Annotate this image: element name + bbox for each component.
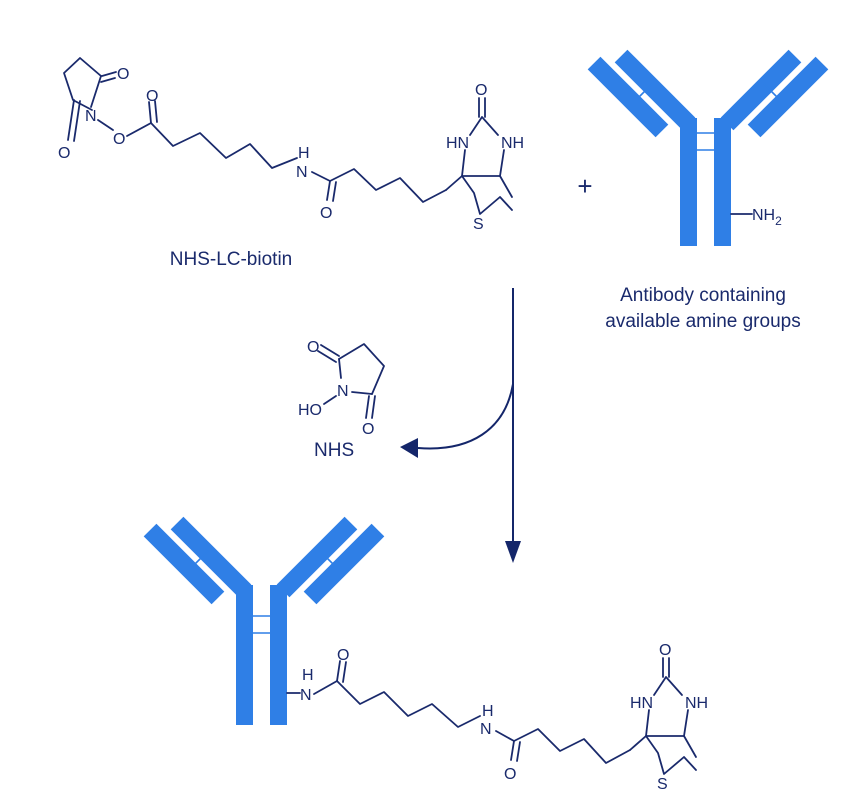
ring-bond bbox=[683, 709, 689, 737]
atom-o: O bbox=[475, 82, 487, 99]
ring-bond bbox=[461, 149, 466, 177]
nhs-structure: O N O HO bbox=[298, 339, 385, 438]
aminocaproyl-spacer bbox=[336, 680, 481, 728]
nhs-ring-bond bbox=[338, 343, 385, 395]
urea-ring-bond bbox=[653, 676, 683, 696]
atom-s: S bbox=[473, 216, 484, 233]
thiophane-ring-bond bbox=[629, 735, 697, 775]
carbonyl-bond bbox=[73, 100, 81, 142]
antibody-caption-line1: Antibody containing bbox=[620, 285, 786, 306]
carbonyl-bond bbox=[332, 181, 337, 202]
carbonyl-bond bbox=[154, 100, 158, 123]
aminocaproyl-spacer bbox=[150, 122, 298, 169]
atom-hn: HN bbox=[446, 135, 469, 152]
o-c-bond bbox=[126, 122, 152, 137]
ring-bond bbox=[351, 391, 373, 395]
carbonyl-bond bbox=[317, 350, 337, 363]
carbonyl-bond bbox=[320, 344, 340, 357]
succinimide-ring-bond bbox=[63, 57, 102, 111]
carbonyl-bond bbox=[100, 77, 116, 83]
atom-ho: HO bbox=[298, 402, 322, 419]
atom-o: O bbox=[307, 339, 319, 356]
valeric-chain bbox=[329, 168, 447, 203]
atom-n: N bbox=[480, 721, 492, 738]
atom-h: H bbox=[302, 667, 314, 684]
atom-o: O bbox=[659, 642, 671, 659]
amide-bond bbox=[313, 680, 338, 695]
atom-o: O bbox=[58, 145, 70, 162]
atom-o: O bbox=[362, 421, 374, 438]
ring-bond bbox=[683, 735, 697, 758]
amine-group-label: NH2 bbox=[752, 207, 782, 228]
carbonyl-bond bbox=[326, 180, 331, 201]
atom-s: S bbox=[657, 776, 668, 793]
reagent-label: NHS-LC-biotin bbox=[170, 249, 292, 270]
atom-o: O bbox=[320, 205, 332, 222]
n-o-bond bbox=[97, 119, 114, 131]
plus-sign: + bbox=[577, 171, 592, 201]
amide-bond bbox=[495, 730, 515, 742]
biotin-linker-structure: N H O N H O O HN NH S bbox=[286, 642, 708, 793]
urea-ring-bond bbox=[469, 116, 499, 136]
atom-o: O bbox=[117, 66, 129, 83]
atom-n: N bbox=[300, 687, 312, 704]
carbonyl-bond bbox=[101, 71, 117, 77]
thiophane-ring-bond bbox=[445, 175, 513, 215]
atom-nh: NH bbox=[685, 695, 708, 712]
ring-bond bbox=[645, 709, 650, 737]
carbonyl-bond bbox=[365, 395, 370, 419]
carbonyl-bond bbox=[336, 660, 341, 682]
byproduct-arrowhead bbox=[400, 438, 418, 458]
atom-o: O bbox=[337, 647, 349, 664]
atom-o: O bbox=[113, 131, 125, 148]
carbonyl-bond bbox=[67, 99, 75, 141]
atom-hn: HN bbox=[630, 695, 653, 712]
carbonyl-bond bbox=[148, 101, 152, 124]
n-o-bond bbox=[323, 395, 337, 405]
amide-bond bbox=[311, 171, 331, 182]
atom-n: N bbox=[337, 383, 349, 400]
antibody-icon bbox=[587, 49, 829, 246]
antibody-caption-line2: available amine groups bbox=[605, 311, 800, 332]
atom-h: H bbox=[298, 145, 310, 162]
biotinylated-antibody-icon bbox=[143, 516, 385, 725]
atom-n: N bbox=[85, 108, 97, 125]
reaction-arrowhead bbox=[505, 541, 521, 563]
byproduct-arrow bbox=[417, 383, 514, 450]
ring-bond bbox=[90, 75, 102, 108]
ring-bond bbox=[499, 149, 505, 177]
ring-bond bbox=[338, 358, 342, 379]
ring-bond bbox=[499, 175, 513, 198]
atom-o: O bbox=[146, 88, 158, 105]
atom-n: N bbox=[296, 164, 308, 181]
atom-nh: NH bbox=[501, 135, 524, 152]
valeric-chain bbox=[513, 728, 631, 764]
atom-h: H bbox=[482, 703, 494, 720]
atom-o: O bbox=[504, 766, 516, 783]
nhs-lc-biotin-structure: O O N O O N H O O HN NH S bbox=[58, 57, 524, 233]
carbonyl-bond bbox=[516, 741, 521, 762]
carbonyl-bond bbox=[342, 661, 347, 683]
carbonyl-bond bbox=[371, 395, 376, 419]
byproduct-label: NHS bbox=[314, 440, 354, 461]
carbonyl-bond bbox=[510, 740, 515, 761]
